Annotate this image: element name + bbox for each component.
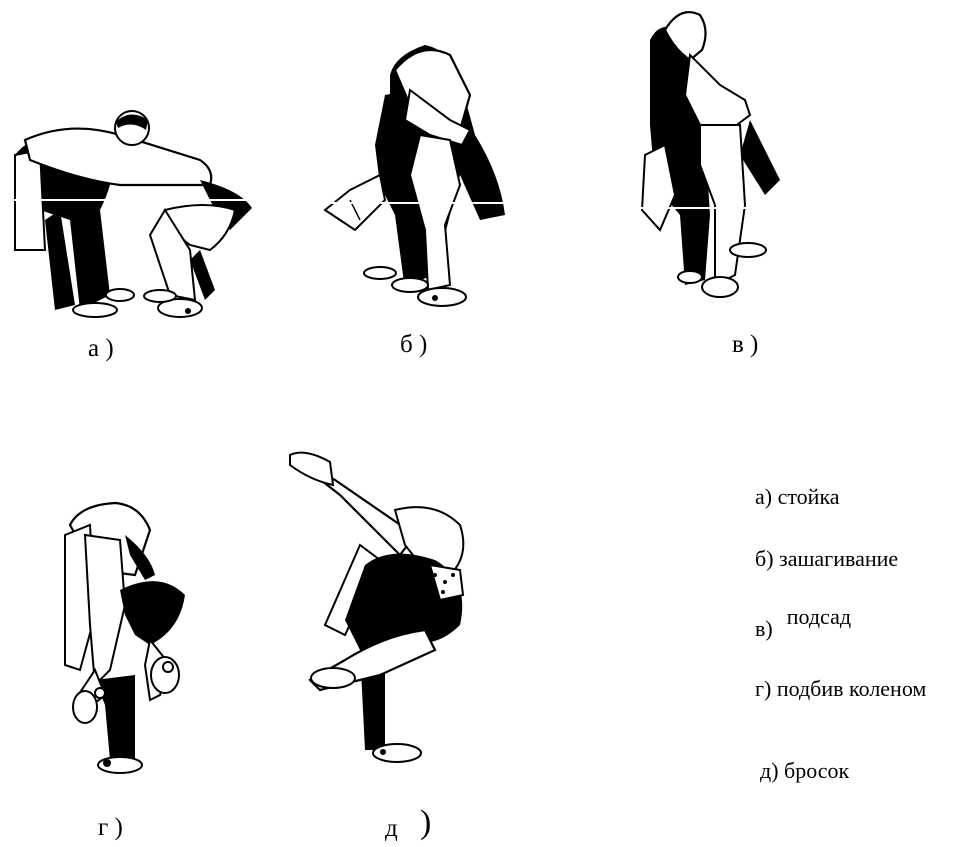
legend-g-knee-strike: г) подбив коленом bbox=[755, 678, 926, 700]
legend-b-step-in: б) зашагивание bbox=[755, 548, 898, 570]
stance-illustration bbox=[0, 100, 270, 325]
caption-d-bracket: ) bbox=[420, 806, 431, 840]
caption-g: г ) bbox=[98, 815, 123, 840]
figure-v-hip-load bbox=[630, 5, 795, 305]
figure-a-stance bbox=[0, 100, 270, 325]
legend-d-throw: д) бросок bbox=[760, 760, 849, 782]
legend-v-prefix: в) bbox=[755, 618, 773, 640]
caption-b: б ) bbox=[400, 332, 427, 357]
legend-v-text: подсад bbox=[787, 606, 851, 628]
legend-v-hip-load: в)подсад bbox=[755, 618, 851, 640]
figure-g-knee-strike bbox=[55, 495, 200, 780]
throw-illustration bbox=[285, 450, 485, 770]
figure-d-throw bbox=[285, 450, 485, 770]
caption-a: а ) bbox=[88, 336, 114, 361]
caption-v: в ) bbox=[732, 332, 758, 357]
figure-b-step-in bbox=[310, 35, 520, 310]
hip-load-illustration bbox=[630, 5, 795, 305]
caption-d: д bbox=[385, 816, 398, 841]
knee-strike-illustration bbox=[55, 495, 200, 780]
step-in-illustration bbox=[310, 35, 520, 310]
legend-a-stance: а) стойка bbox=[755, 486, 840, 508]
